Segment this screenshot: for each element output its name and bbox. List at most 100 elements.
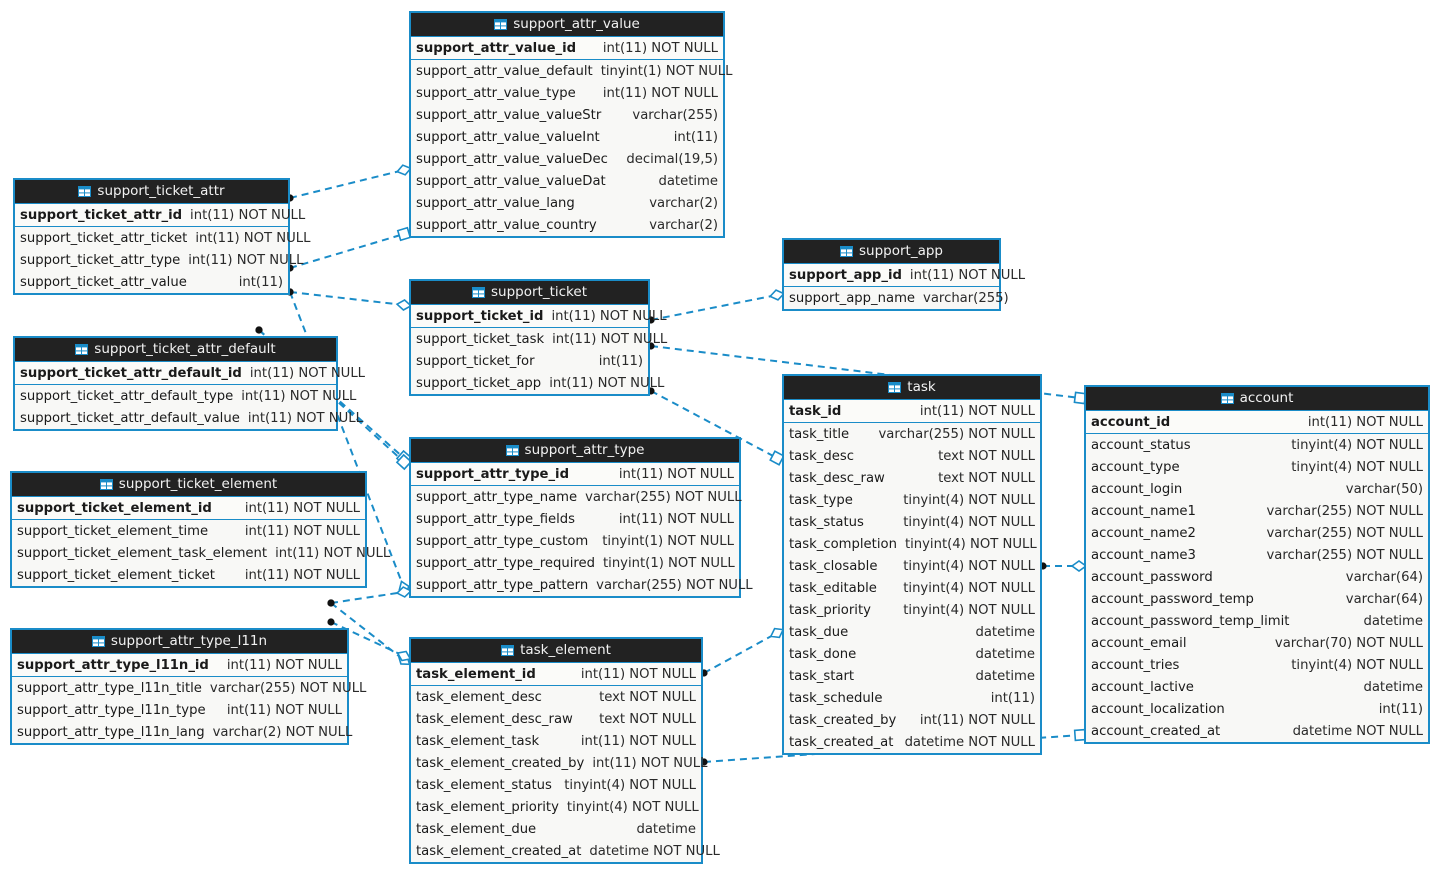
table-header-support_ticket[interactable]: support_ticket (411, 281, 648, 304)
table-header-support_attr_type[interactable]: support_attr_type (411, 439, 739, 462)
table-header-task[interactable]: task (784, 376, 1040, 399)
table-header-support_attr_value[interactable]: support_attr_value (411, 13, 723, 36)
table-header-support_ticket_element[interactable]: support_ticket_element (12, 473, 365, 496)
table-header-account[interactable]: account (1086, 387, 1428, 410)
table-header-support_app[interactable]: support_app (784, 240, 999, 263)
table-header-support_ticket_attr_default[interactable]: support_ticket_attr_default (15, 338, 336, 361)
column-type: int(11) NOT NULL (551, 308, 667, 324)
table-header-support_attr_type_l11n[interactable]: support_attr_type_l11n (12, 630, 347, 653)
table-header-task_element[interactable]: task_element (411, 639, 701, 662)
table-header-support_ticket_attr[interactable]: support_ticket_attr (15, 180, 288, 203)
column-name: task_created_by (789, 712, 897, 728)
